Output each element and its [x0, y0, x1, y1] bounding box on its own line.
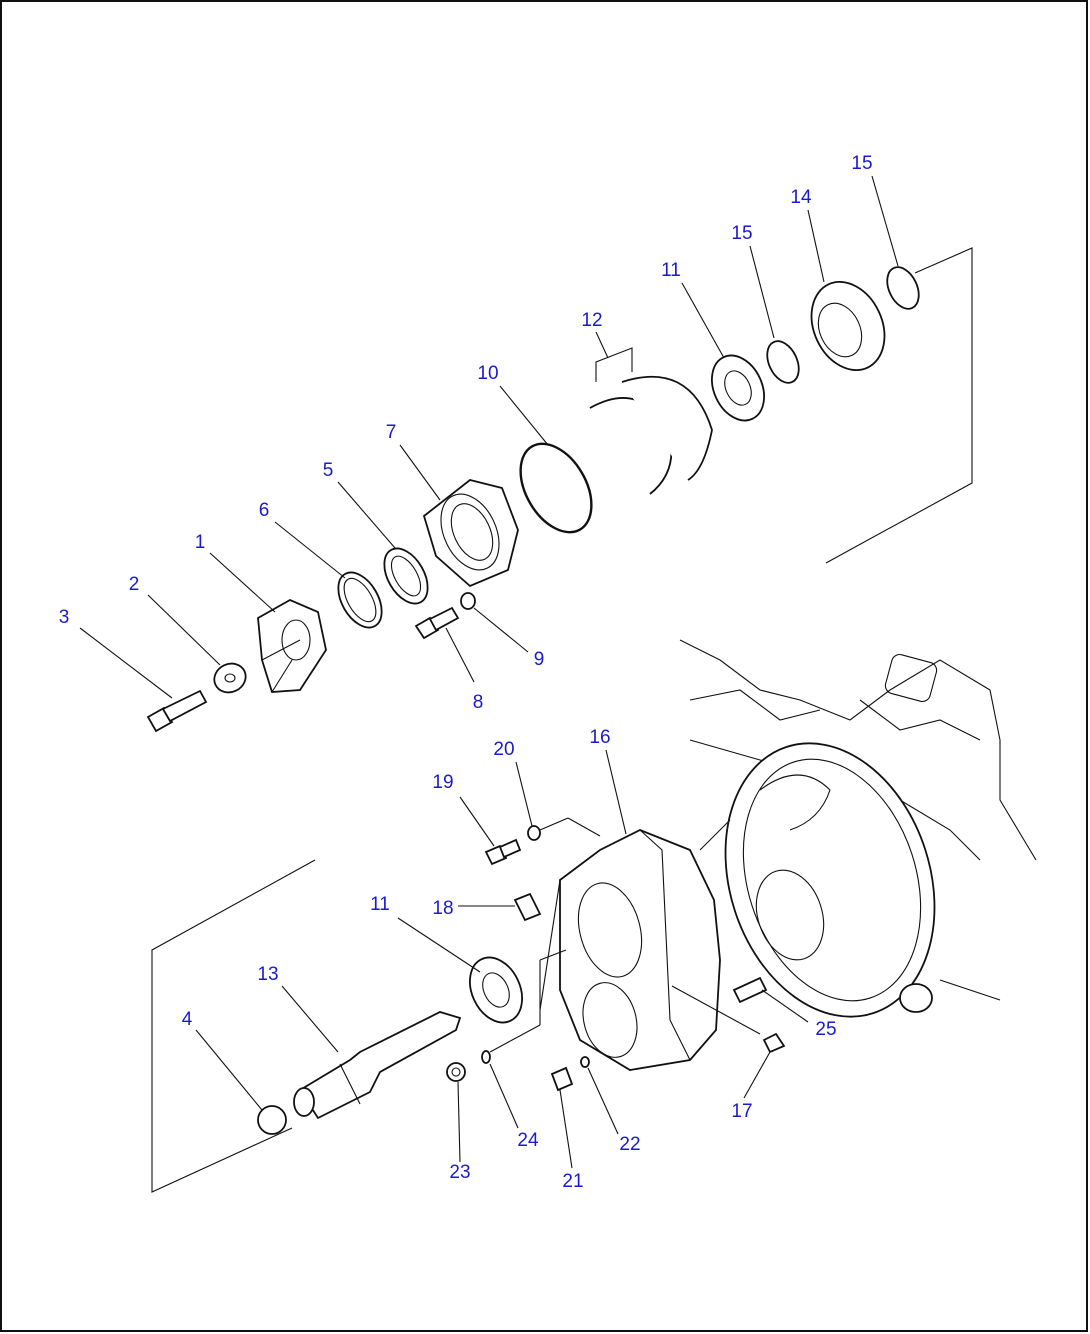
part-label-p19: 19: [432, 772, 453, 793]
seal-6: [337, 571, 383, 629]
part-label-p6: 6: [259, 500, 270, 521]
part-label-p17: 17: [731, 1101, 752, 1122]
part-label-p5: 5: [323, 460, 334, 481]
bolt-19: [484, 838, 522, 866]
part-label-p13: 13: [257, 964, 278, 985]
part-label-p20: 20: [493, 739, 514, 760]
part-label-p7: 7: [386, 422, 397, 443]
bolt-23: [446, 1062, 466, 1082]
part-label-p25: 25: [815, 1019, 836, 1040]
part-label-p22: 22: [619, 1134, 640, 1155]
o-ring-10: [519, 442, 593, 534]
leader-lines-lower: [195, 749, 809, 1169]
part-label-p14: 14: [790, 187, 812, 208]
part-label-p11b: 11: [370, 894, 390, 915]
bearing-11-upper: [711, 354, 765, 422]
snap-ring-15-lower: [766, 340, 800, 384]
pin-24: [481, 1050, 491, 1064]
bearing-14: [810, 281, 886, 371]
part-label-p2: 2: [129, 574, 140, 595]
part-label-p21: 21: [562, 1171, 583, 1192]
cage-7: [422, 479, 519, 588]
shaft-13: [293, 1011, 462, 1120]
bearing-5: [383, 547, 429, 605]
part-label-p23: 23: [449, 1162, 470, 1183]
upper-assembly: [146, 247, 973, 733]
pin-25: [732, 976, 768, 1004]
part-label-p16: 16: [589, 727, 610, 748]
yoke-1: [257, 598, 327, 693]
leader-lines-upper: [79, 175, 899, 699]
part-number-labels: 1234567891011111213141515161718192021222…: [59, 153, 873, 1192]
bolt-8: [414, 606, 460, 640]
bolt-17: [762, 1032, 786, 1054]
sensor-18: [513, 892, 542, 922]
washer-20: [527, 825, 541, 841]
part-label-p15b: 15: [851, 153, 872, 174]
part-label-p1: 1: [195, 532, 206, 553]
housing-cover-16: [539, 819, 731, 1071]
upper-bracket-line: [825, 247, 973, 564]
part-label-p4: 4: [182, 1009, 193, 1030]
part-label-p15a: 15: [731, 223, 752, 244]
lower-assembly: [151, 639, 1037, 1193]
differential-flange: [724, 742, 1001, 1018]
shims-12: [589, 347, 713, 495]
seal-22: [580, 1056, 590, 1068]
part-label-p8: 8: [473, 692, 484, 713]
snap-ring-15-upper: [886, 266, 920, 310]
bolt-3: [146, 689, 208, 733]
washer-9: [460, 592, 476, 610]
part-label-p3: 3: [59, 607, 70, 628]
part-label-p24: 24: [517, 1130, 539, 1151]
part-label-p10: 10: [477, 363, 498, 384]
part-label-p18: 18: [432, 898, 453, 919]
o-ring-4: [257, 1105, 287, 1135]
washer-2-hole: [224, 673, 236, 683]
washer-2: [213, 662, 247, 694]
part-label-p12: 12: [581, 310, 602, 331]
part-label-p9: 9: [534, 649, 545, 670]
plug-21: [550, 1066, 574, 1092]
lower-bracket-line: [151, 859, 316, 1193]
part-label-p11a: 11: [661, 260, 681, 281]
bearing-11-lower: [469, 956, 523, 1024]
